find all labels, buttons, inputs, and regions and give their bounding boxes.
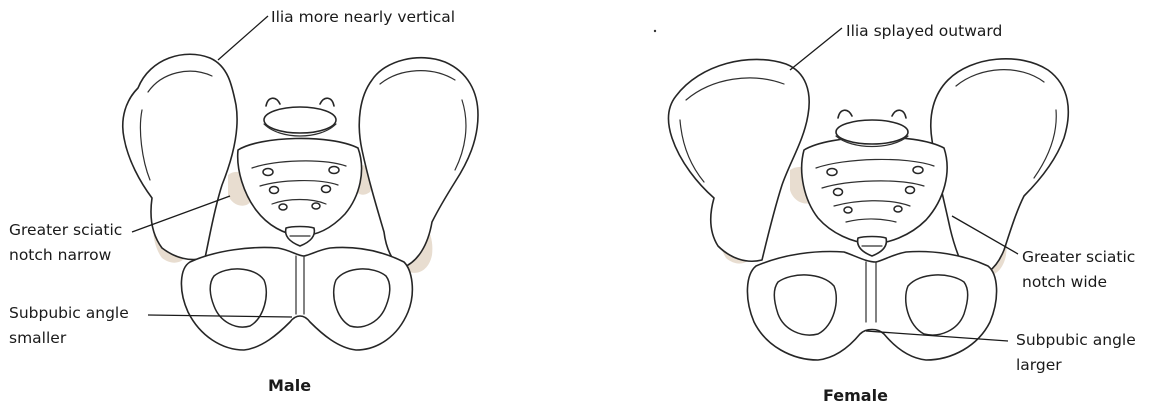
male-pelvis	[123, 16, 478, 350]
male-notch-label-line2: notch narrow	[9, 244, 111, 266]
male-notch-label-line1: Greater sciatic	[9, 219, 122, 241]
female-right-ilium	[931, 59, 1069, 277]
male-subpubic-label-line1: Subpubic angle	[9, 302, 129, 324]
female-pelvis	[654, 28, 1068, 360]
female-subpubic-label-line2: larger	[1016, 354, 1062, 376]
female-left-ilium	[669, 59, 810, 261]
female-notch-label-line1: Greater sciatic	[1022, 246, 1135, 268]
female-vertebra	[836, 120, 908, 144]
male-caption: Male	[268, 376, 311, 395]
stray-dot	[654, 30, 656, 32]
male-right-ilium	[359, 58, 478, 268]
female-caption: Female	[823, 386, 888, 405]
male-subpubic-label-line2: smaller	[9, 327, 66, 349]
male-vertebra	[264, 107, 336, 133]
female-notch-label-line2: notch wide	[1022, 271, 1107, 293]
female-ilia-label: Ilia splayed outward	[846, 20, 1002, 42]
male-sacrum	[238, 138, 362, 236]
female-subpubic-label-line1: Subpubic angle	[1016, 329, 1136, 351]
male-ilia-label: Ilia more nearly vertical	[271, 6, 455, 28]
female-sacrum	[802, 137, 947, 244]
